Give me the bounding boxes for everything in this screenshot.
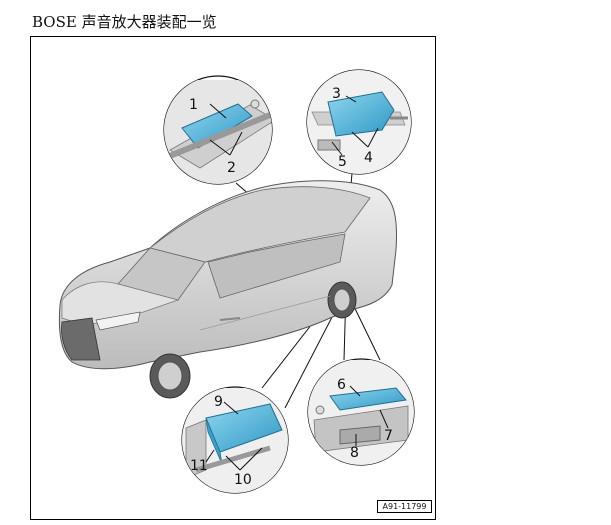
detail-circle-1 xyxy=(163,75,273,185)
callout-8: 8 xyxy=(350,445,359,461)
car-illustration xyxy=(58,180,398,399)
callout-4: 4 xyxy=(364,150,373,166)
page-title: BOSE 声音放大器装配一览 xyxy=(32,13,217,31)
figure-id: A91-11799 xyxy=(377,500,432,513)
callout-3: 3 xyxy=(332,86,341,102)
car-roof xyxy=(149,186,371,263)
callout-5: 5 xyxy=(338,154,347,170)
amplifier-6 xyxy=(329,387,407,411)
amplifier-3 xyxy=(327,91,395,137)
callout-6: 6 xyxy=(337,377,346,393)
callout-labels: 1 2 3 4 5 6 7 8 9 10 11 xyxy=(189,86,393,488)
detail-circle-2 xyxy=(306,69,412,175)
callout-9: 9 xyxy=(214,394,223,410)
callout-7: 7 xyxy=(384,428,393,444)
callout-2: 2 xyxy=(227,160,236,176)
detail-circle-3 xyxy=(181,386,289,494)
callout-11: 11 xyxy=(190,458,208,474)
detail-circle-4 xyxy=(307,358,415,466)
grille xyxy=(61,317,101,361)
side-windows xyxy=(207,233,346,299)
callout-1: 1 xyxy=(189,97,198,113)
callout-10: 10 xyxy=(234,472,252,488)
headlight xyxy=(95,311,141,331)
